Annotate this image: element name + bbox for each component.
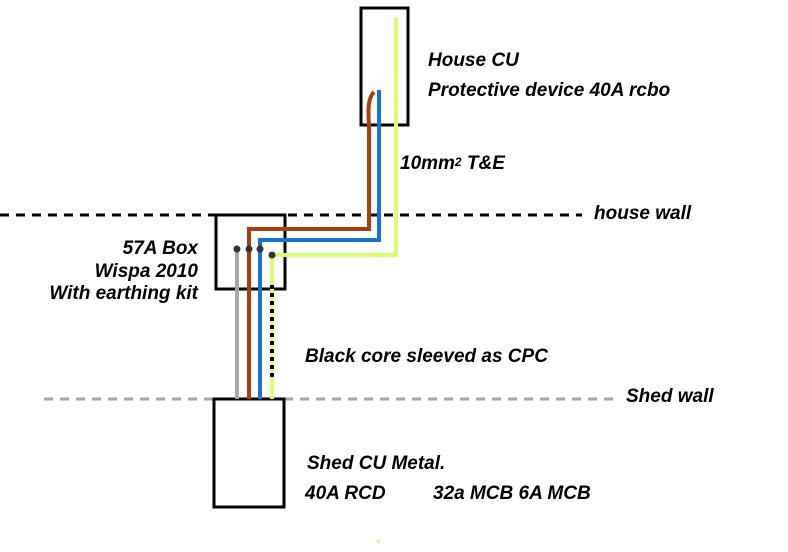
- terminal-dot-grey: [233, 245, 241, 253]
- cable-size-suffix: T&E: [461, 153, 505, 174]
- cable-size-prefix: 10mm: [400, 153, 455, 174]
- shed-cu-rcd: 40A RCD: [305, 483, 386, 504]
- house-wall-label: house wall: [594, 203, 692, 224]
- cable-size-label: 10mm2 T&E: [400, 153, 505, 175]
- shed-cu-mcbs: 32a MCB 6A MCB: [433, 483, 591, 504]
- shed-cu-title: Shed CU Metal.: [307, 453, 446, 474]
- house-cu-title: House CU: [428, 50, 519, 71]
- shed-wall-label: Shed wall: [626, 386, 714, 407]
- stray-speck: [377, 540, 380, 543]
- cpc-conductor-upper: [275, 18, 398, 257]
- brown-conductor-upper: [247, 90, 376, 250]
- shed-cu-box: [212, 397, 286, 509]
- house-cu-protective-device: Protective device 40A rcbo: [428, 80, 671, 101]
- terminal-dot-cpc: [268, 251, 276, 259]
- house-cu-box: [359, 6, 410, 127]
- junction-box-label-3: With earthing kit: [49, 283, 198, 304]
- blue-conductor-upper: [258, 90, 381, 250]
- cable-size-superscript: 2: [454, 155, 462, 169]
- junction-box-label-2: Wispa 2010: [94, 261, 198, 282]
- sleeved-cpc-label: Black core sleeved as CPC: [305, 346, 548, 367]
- junction-box-label-1: 57A Box: [122, 238, 198, 259]
- terminal-dot-icon: [233, 245, 276, 259]
- terminal-dot-brown: [245, 245, 253, 253]
- terminal-dot-blue: [256, 245, 264, 253]
